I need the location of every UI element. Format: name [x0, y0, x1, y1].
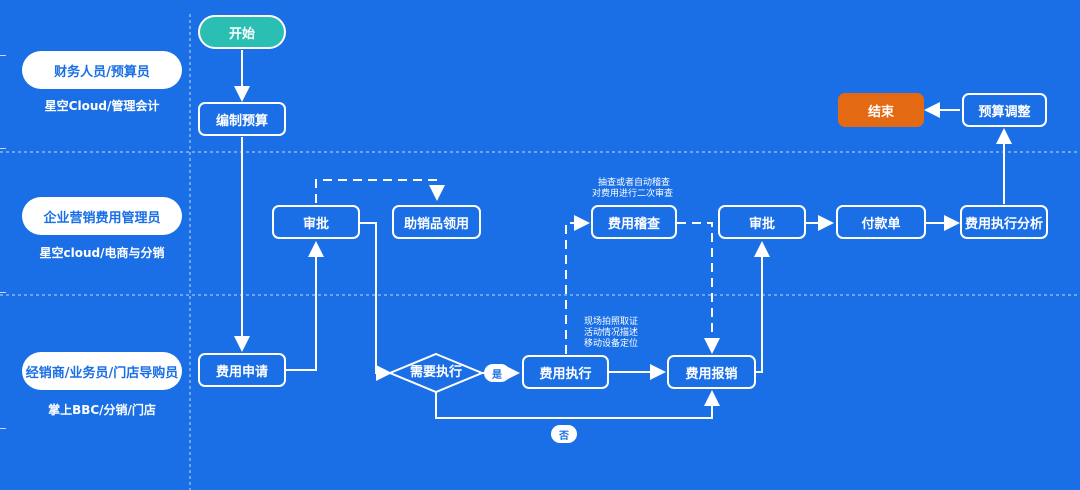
- promo-node[interactable]: 助销品领用: [392, 205, 481, 239]
- edge-decision-reimburse: [435, 390, 720, 419]
- audit-note: 抽查或者自动稽查 对费用进行二次审查: [592, 178, 673, 200]
- edge-approve-promo: [315, 179, 445, 203]
- reimburse-node[interactable]: 费用报销: [667, 355, 756, 389]
- yes-label: 是: [484, 364, 510, 382]
- lane-role-marketing: 企业营销费用管理员: [22, 197, 182, 235]
- lane-role-finance: 财务人员/预算员: [22, 51, 182, 89]
- budget-node[interactable]: 编制预算: [198, 102, 286, 136]
- lane-system-finance: 星空Cloud/管理会计: [44, 99, 160, 113]
- lane-system-marketing: 星空cloud/电商与分销: [39, 246, 165, 260]
- audit-note-line: 抽查或者自动稽查: [598, 178, 671, 188]
- margin-tick: [0, 148, 6, 149]
- evidence-note-line: 现场拍照取证: [584, 317, 639, 327]
- margin-tick: [0, 292, 6, 293]
- evidence-note-line: 移动设备定位: [584, 339, 639, 349]
- edge-audit-reimburse: [677, 222, 720, 354]
- execute-node[interactable]: 费用执行: [522, 355, 609, 389]
- approve-node-2[interactable]: 审批: [718, 205, 806, 239]
- lane-system-dealer: 掌上BBC/分销/门店: [48, 403, 156, 417]
- decision-label: 需要执行: [409, 365, 462, 380]
- start-node[interactable]: 开始: [198, 15, 286, 49]
- evidence-note: 现场拍照取证 活动情况描述 移动设备定位: [584, 317, 638, 350]
- edge-reimburse-approve: [754, 241, 770, 373]
- budget-adjust-node[interactable]: 预算调整: [962, 93, 1047, 127]
- decision-diamond[interactable]: [387, 352, 485, 394]
- apply-node[interactable]: 费用申请: [198, 353, 286, 387]
- margin-tick: [0, 55, 6, 56]
- audit-note-line: 对费用进行二次审查: [592, 189, 674, 199]
- edge-apply-approve: [286, 241, 324, 371]
- payment-node[interactable]: 付款单: [836, 205, 926, 239]
- no-label: 否: [551, 425, 577, 443]
- lane-role-dealer: 经销商/业务员/门店导购员: [22, 352, 182, 390]
- edge-approve-decision: [360, 222, 392, 381]
- audit-node[interactable]: 费用稽查: [591, 205, 677, 239]
- analysis-node[interactable]: 费用执行分析: [960, 205, 1048, 239]
- end-node[interactable]: 结束: [838, 93, 924, 127]
- approve-node-1[interactable]: 审批: [272, 205, 360, 239]
- evidence-note-line: 活动情况描述: [584, 328, 639, 338]
- margin-tick: [0, 428, 6, 429]
